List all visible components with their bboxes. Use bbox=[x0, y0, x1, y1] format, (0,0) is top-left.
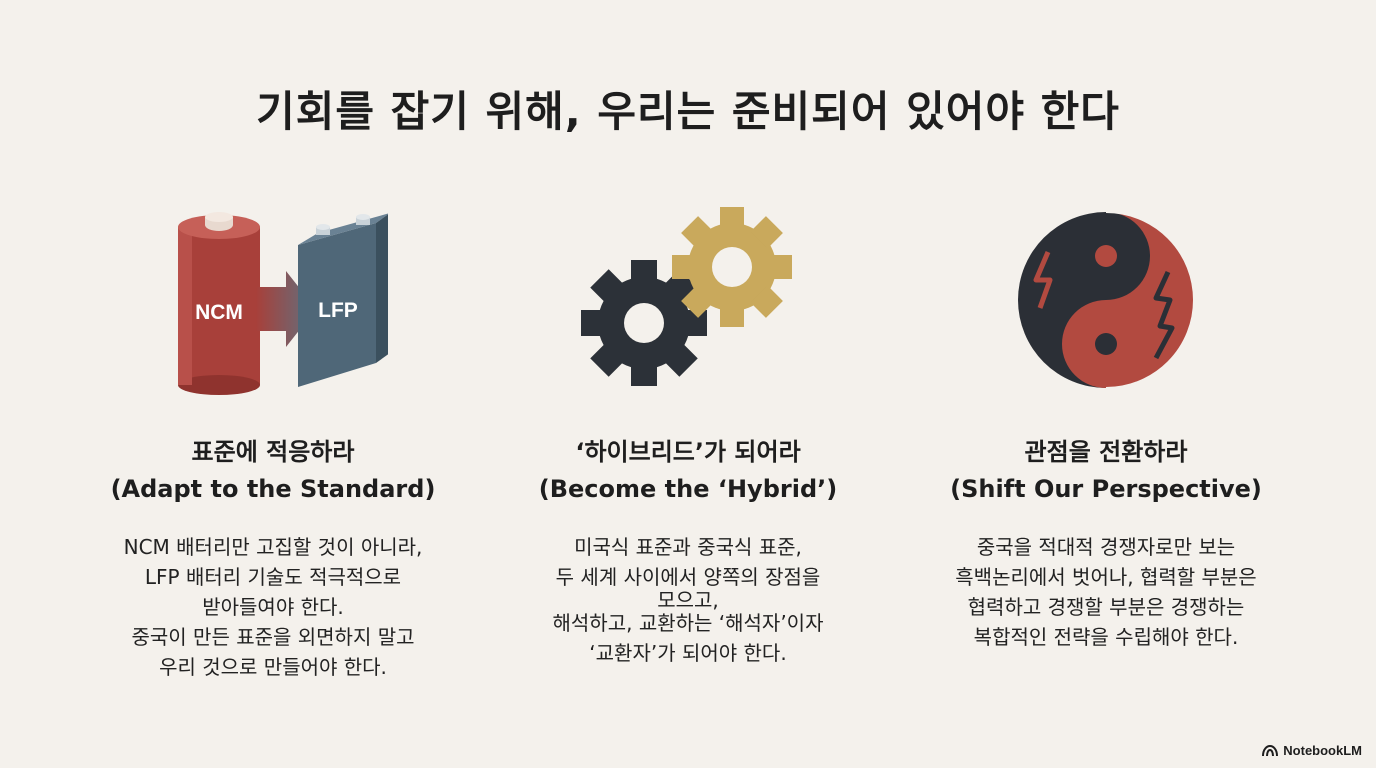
brand-label: NotebookLM bbox=[1283, 743, 1362, 758]
body-line: 미국식 표준과 중국식 표준, bbox=[574, 535, 802, 559]
ncm-label: NCM bbox=[195, 301, 243, 324]
heading-korean: 표준에 적응하라 bbox=[191, 438, 355, 466]
body-line: 두 세계 사이에서 양쪽의 장점을 bbox=[555, 565, 821, 589]
body-line: 중국을 적대적 경쟁자로만 보는 bbox=[976, 535, 1236, 559]
column-heading: ‘하이브리드’가 되어라 (Become the ‘Hybrid’) bbox=[478, 434, 898, 508]
battery-conversion-icon: NCM LFP bbox=[178, 212, 388, 395]
column-hybrid: ‘하이브리드’가 되어라 (Become the ‘Hybrid’) 미국식 표… bbox=[478, 200, 898, 668]
lfp-label: LFP bbox=[318, 299, 358, 322]
body-line: 해석하고, 교환하는 ‘해석자’이자 bbox=[552, 611, 824, 635]
body-line: 협력하고 경쟁할 부분은 경쟁하는 bbox=[967, 595, 1245, 619]
heading-english: (Shift Our Perspective) bbox=[950, 475, 1262, 503]
notebooklm-brand: NotebookLM bbox=[1262, 743, 1362, 758]
heading-english: (Adapt to the Standard) bbox=[110, 475, 436, 503]
column-body: NCM 배터리만 고집할 것이 아니라, LFP 배터리 기술도 적극적으로 받… bbox=[63, 532, 483, 682]
body-line: 받아들여야 한다. bbox=[202, 595, 344, 619]
column-body: 미국식 표준과 중국식 표준, 두 세계 사이에서 양쪽의 장점을 모으고, 해… bbox=[478, 532, 898, 668]
body-line: 우리 것으로 만들어야 한다. bbox=[159, 655, 387, 679]
column-adapt: NCM LFP 표준에 적응하라 (Adapt to the Standard)… bbox=[63, 200, 483, 682]
column-heading: 관점을 전환하라 (Shift Our Perspective) bbox=[896, 434, 1316, 508]
column-heading: 표준에 적응하라 (Adapt to the Standard) bbox=[63, 434, 483, 508]
body-line: 중국이 만든 표준을 외면하지 말고 bbox=[131, 625, 415, 649]
body-line: 복합적인 전략을 수립해야 한다. bbox=[973, 625, 1239, 649]
body-line: 흑백논리에서 벗어나, 협력할 부분은 bbox=[955, 565, 1257, 589]
body-line: 모으고, bbox=[657, 588, 719, 612]
body-line: ‘교환자’가 되어야 한다. bbox=[589, 641, 787, 665]
column-perspective: 관점을 전환하라 (Shift Our Perspective) 중국을 적대적… bbox=[896, 200, 1316, 652]
column-body: 중국을 적대적 경쟁자로만 보는 흑백논리에서 벗어나, 협력할 부분은 협력하… bbox=[896, 532, 1316, 652]
gears-icon bbox=[581, 207, 792, 386]
yin-yang-icon bbox=[1018, 211, 1195, 389]
heading-korean: ‘하이브리드’가 되어라 bbox=[575, 438, 801, 466]
notebooklm-logo-icon bbox=[1262, 744, 1279, 756]
heading-english: (Become the ‘Hybrid’) bbox=[538, 475, 838, 503]
page-title: 기회를 잡기 위해, 우리는 준비되어 있어야 한다 bbox=[256, 87, 1120, 136]
heading-korean: 관점을 전환하라 bbox=[1024, 438, 1188, 466]
body-line: NCM 배터리만 고집할 것이 아니라, bbox=[123, 535, 423, 559]
body-line: LFP 배터리 기술도 적극적으로 bbox=[144, 565, 402, 589]
